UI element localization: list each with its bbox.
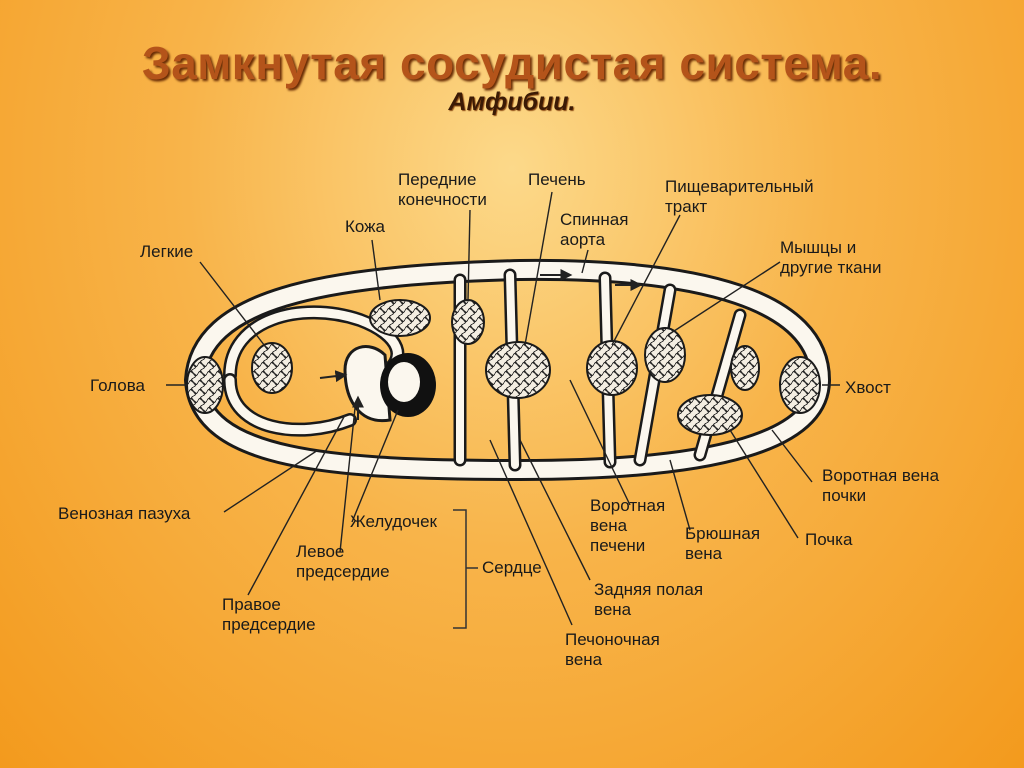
tail-capillaries [779, 356, 821, 414]
label-renal-portal-vein: Воротная вена почки [822, 466, 940, 505]
skin-capillaries [369, 299, 431, 337]
liver-capillaries [485, 341, 551, 399]
muscle2-capillaries [730, 345, 760, 391]
head-capillaries [186, 356, 224, 414]
heart-bracket [453, 509, 478, 629]
label-forelimbs: Передние конечности [398, 170, 487, 209]
lung-capillaries [251, 342, 293, 394]
label-liver: Печень [528, 170, 586, 189]
leader-lines [166, 191, 840, 626]
label-ventricle: Желудочек [350, 512, 437, 531]
capillary-beds [186, 299, 821, 436]
label-sinus-venosus: Венозная пазуха [58, 504, 191, 523]
label-hepatic-portal-vein: Воротная вена печени [590, 496, 666, 555]
slide-title: Замкнутая сосудистая система. [141, 37, 883, 89]
label-skin: Кожа [345, 217, 385, 236]
label-posterior-vena-cava: Задняя полая вена [594, 580, 704, 619]
flow-arrows [319, 269, 643, 420]
label-muscles: Мышцы и другие ткани [780, 238, 882, 277]
forelimb-capillaries [451, 299, 485, 345]
heart-shape [343, 345, 436, 423]
label-kidney: Почка [805, 530, 853, 549]
label-heart: Сердце [482, 558, 542, 577]
label-tail: Хвост [845, 378, 891, 397]
label-dorsal-aorta: Спинная аорта [560, 210, 629, 249]
kidney-capillaries [677, 394, 743, 436]
label-lungs: Легкие [140, 242, 194, 261]
label-hepatic-vein: Печоночная вена [565, 630, 660, 669]
slide-subtitle: Амфибии. [448, 88, 576, 116]
label-head: Голова [90, 376, 146, 395]
label-abdominal-vein: Брюшная вена [685, 524, 761, 563]
label-right-atrium: Правое предсердие [222, 595, 316, 634]
gut-capillaries [586, 340, 638, 396]
label-left-atrium: Левое предсердие [296, 542, 390, 581]
label-digestive-tract: Пищеварительный тракт [665, 177, 814, 216]
muscle-capillaries [644, 327, 686, 383]
